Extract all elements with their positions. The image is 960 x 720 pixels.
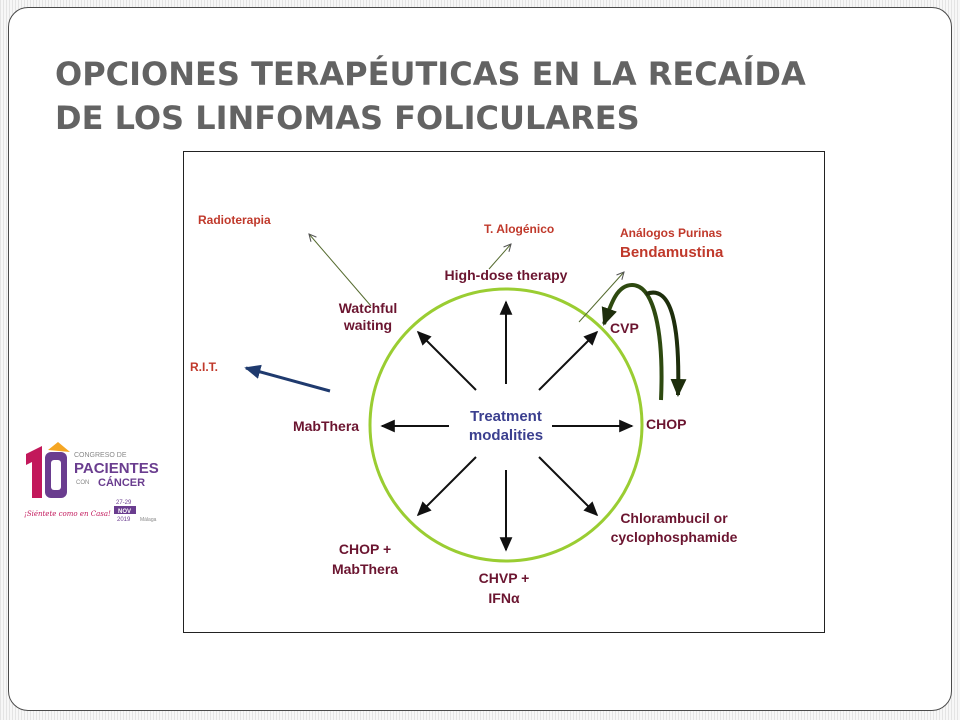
label-chop-mab-line-2: MabThera	[332, 561, 398, 577]
label-chvp-line-2: IFNα	[488, 590, 520, 606]
logo-dates: 27-29	[116, 500, 132, 506]
logo-venue: Málaga	[140, 517, 157, 523]
label-watchful-line-1: Watchful	[339, 300, 398, 316]
label-high-dose: High-dose therapy	[445, 267, 568, 283]
arrow-up-right	[538, 330, 599, 391]
logo-slogan: ¡Siéntete como en Casa!	[24, 510, 111, 518]
annotation-t-alogenico: T. Alogénico	[484, 222, 554, 236]
title-line-2: DE LOS LINFOMAS FOLICULARES	[55, 99, 640, 137]
arrow-radioterapia	[309, 234, 372, 307]
annotation-rit: R.I.T.	[190, 360, 218, 374]
label-chop: CHOP	[646, 416, 686, 432]
arrow-analogos	[578, 272, 624, 323]
label-chlorambucil-line-2: cyclophosphamide	[611, 529, 738, 545]
logo-congreso: CONGRESO DE	[74, 452, 127, 459]
label-chvp-alpha: α	[511, 590, 520, 606]
center-label-line-1: Treatment	[470, 408, 542, 425]
annotation-radioterapia: Radioterapia	[198, 213, 271, 227]
title-line-1: OPCIONES TERAPÉUTICAS EN LA RECAÍDA	[55, 55, 806, 93]
logo-month: NOV	[118, 509, 131, 515]
label-chop-mab-line-1: CHOP +	[339, 541, 391, 557]
label-chvp-ifn: IFN	[488, 590, 511, 606]
arrow-down-left	[416, 456, 477, 517]
curve-arrow-to-chop	[645, 290, 687, 397]
logo-con: CON	[76, 480, 89, 486]
label-watchful-line-2: waiting	[343, 317, 392, 333]
arrow-down-right	[538, 456, 599, 517]
arrow-up-left	[416, 330, 477, 391]
annotation-analogos: Análogos Purinas	[620, 226, 722, 240]
logo-pacientes: PACIENTES	[74, 460, 159, 477]
label-cvp: CVP	[610, 320, 639, 336]
arrow-rit	[244, 364, 331, 393]
center-label-line-2: modalities	[469, 427, 543, 444]
label-chlorambucil-line-1: Chlorambucil or	[620, 510, 728, 526]
treatment-diagram: Treatment modalities High-dose therapy W…	[183, 151, 825, 633]
treatment-circle	[368, 287, 644, 563]
logo-cancer: CÁNCER	[98, 476, 145, 489]
logo-year: 2019	[117, 517, 131, 523]
slide-title: OPCIONES TERAPÉUTICAS EN LA RECAÍDA DE L…	[55, 52, 915, 140]
arrow-t-alogenico	[488, 244, 511, 270]
label-chvp-line-1: CHVP +	[479, 570, 530, 586]
logo-svg: CONGRESO DE PACIENTES CON CÁNCER ¡Siénte…	[22, 440, 170, 524]
diagram-svg: Treatment modalities High-dose therapy W…	[190, 213, 738, 606]
label-mabthera: MabThera	[293, 418, 359, 434]
congress-logo: CONGRESO DE PACIENTES CON CÁNCER ¡Siénte…	[22, 440, 170, 524]
annotation-bendamustina: Bendamustina	[620, 244, 724, 261]
curve-arrow-chop-to-cvp	[601, 282, 664, 401]
